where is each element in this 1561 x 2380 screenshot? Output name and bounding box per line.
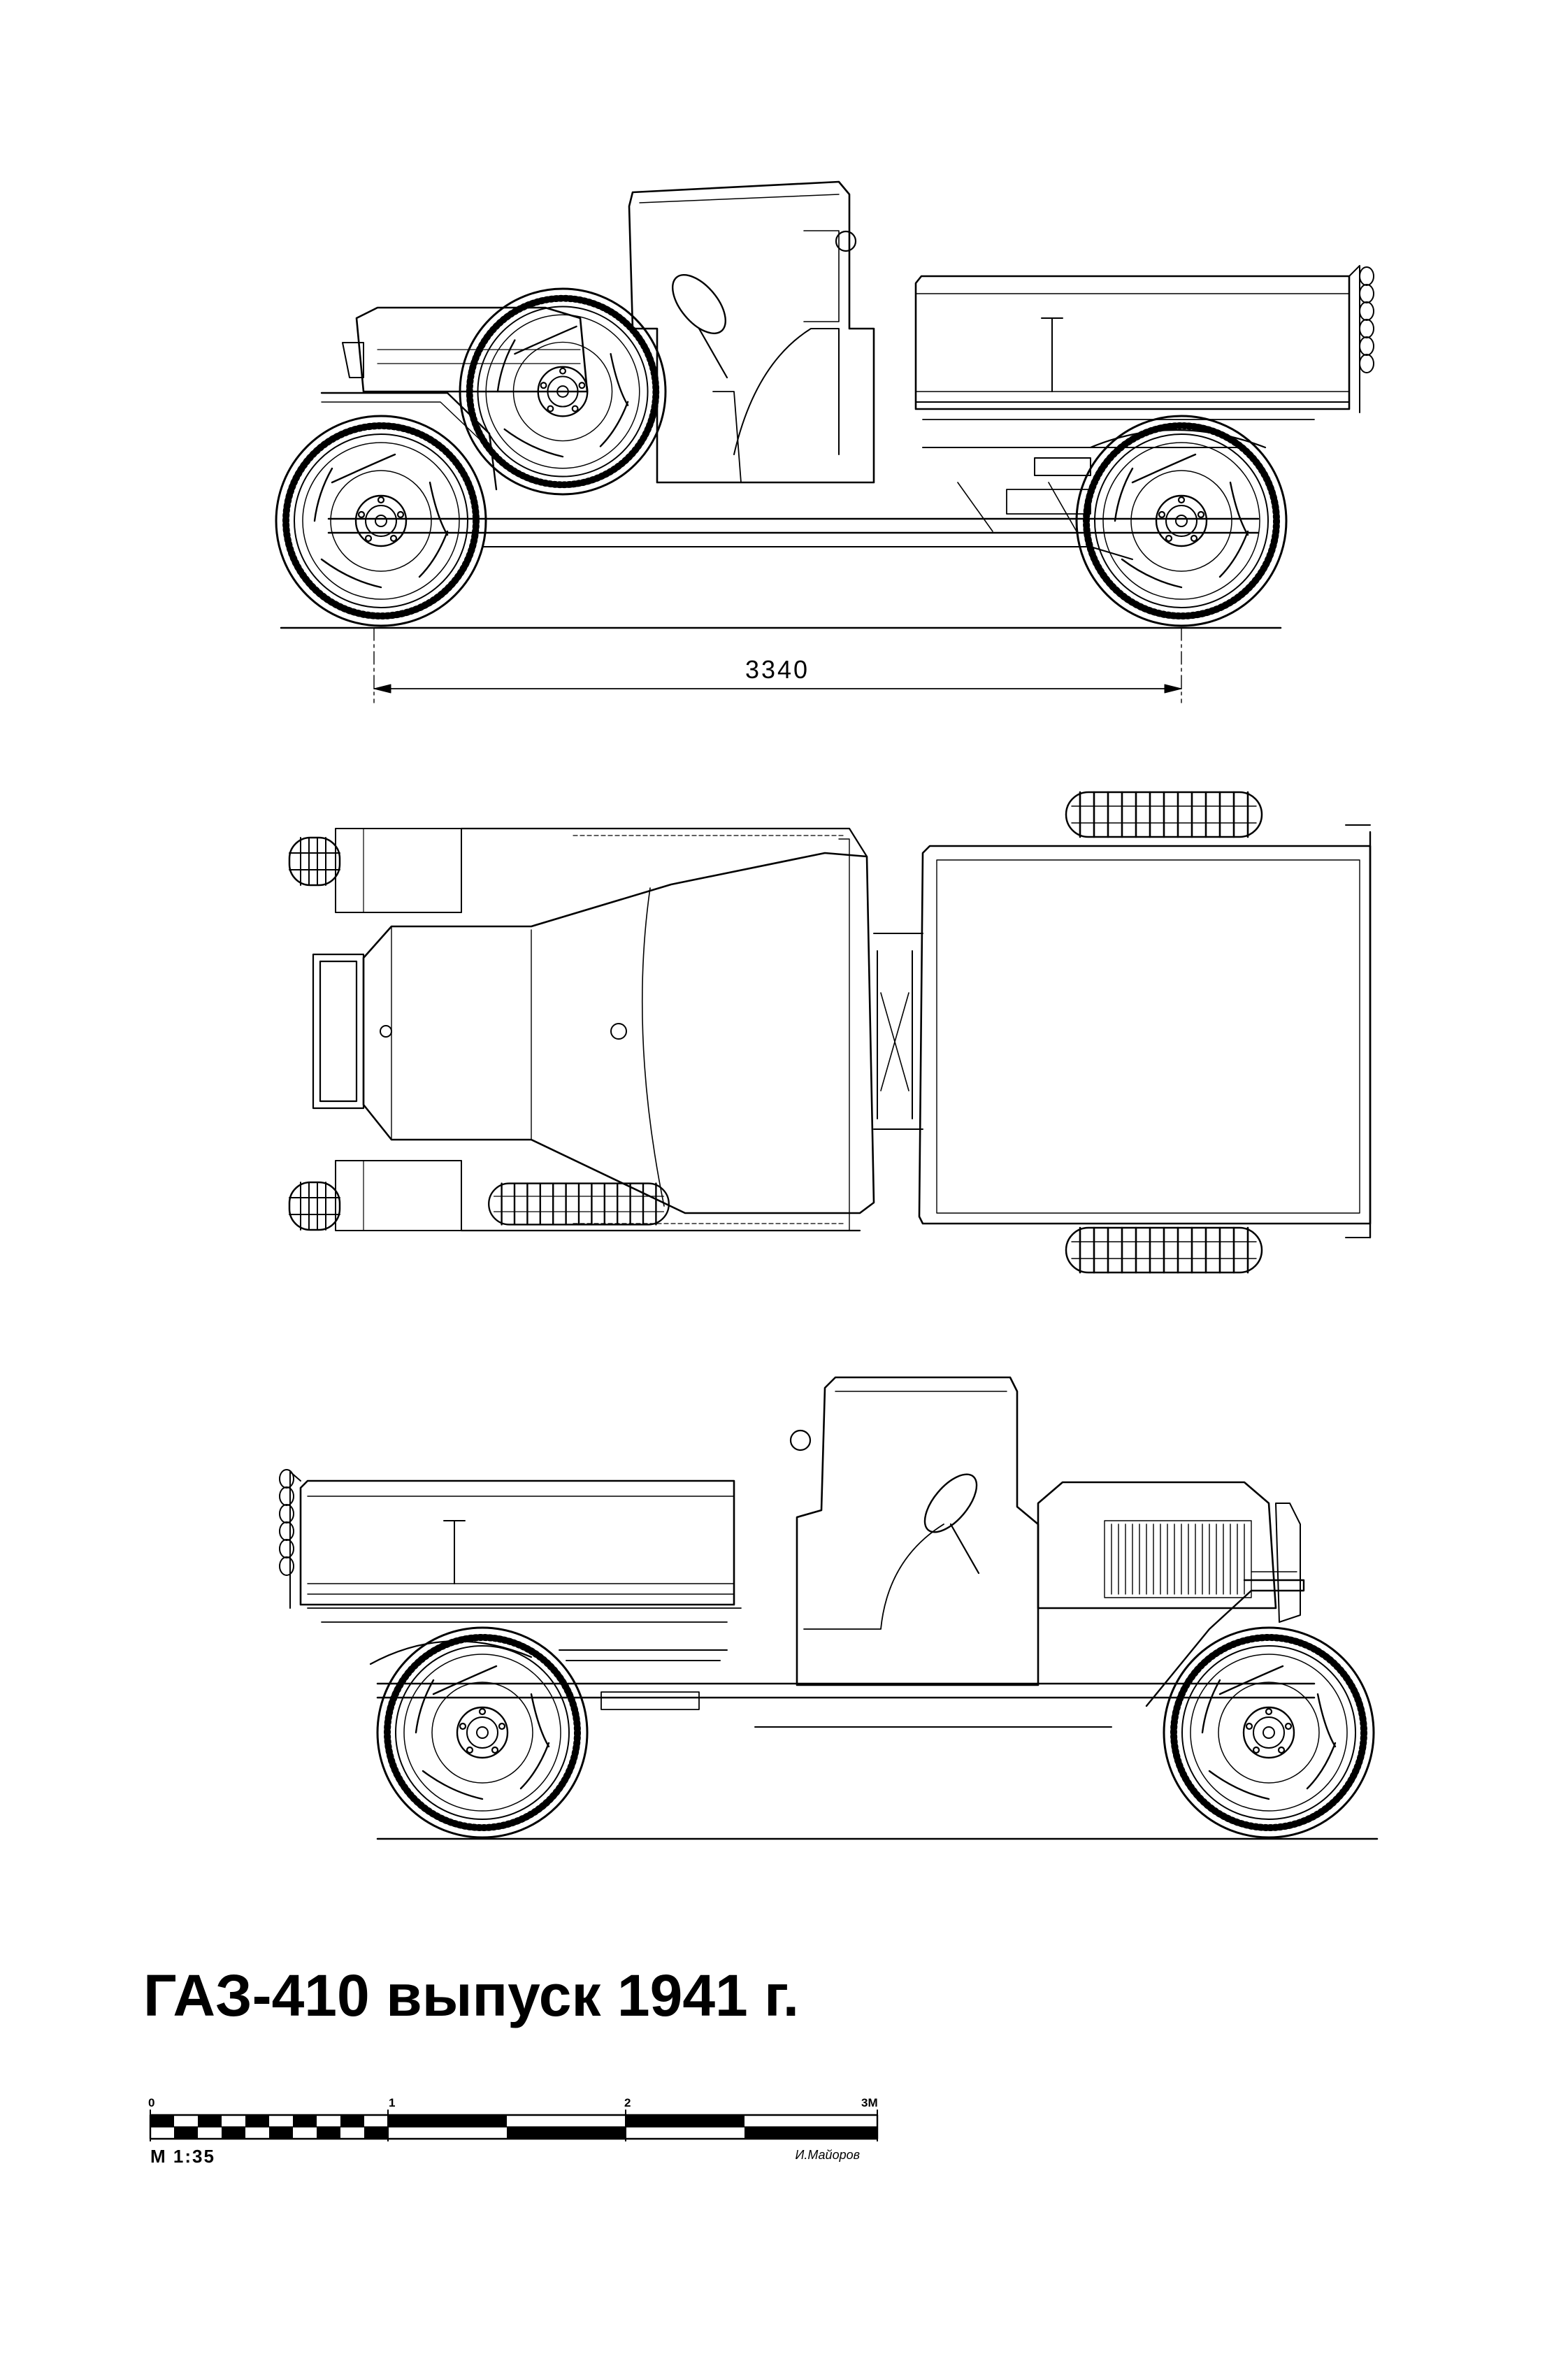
top-view — [288, 791, 1372, 1274]
drawing-title: ГАЗ-410 выпуск 1941 г. — [143, 1963, 799, 2028]
author-signature: И.Майоров — [795, 2148, 860, 2162]
scale-tick-0: 0 — [148, 2096, 154, 2109]
scale-tick-3m: 3М — [861, 2096, 878, 2109]
side-view-left: 3340 — [276, 180, 1374, 703]
wheelbase-dimension: 3340 — [745, 655, 810, 684]
side-view-right — [279, 1376, 1379, 1839]
scale-tick-1: 1 — [389, 2096, 395, 2109]
scale-tick-2: 2 — [624, 2096, 631, 2109]
scale-ratio: М 1:35 — [150, 2146, 215, 2167]
scale-bar: 0 1 2 3М М 1:35 И.Майоров — [148, 2096, 879, 2167]
